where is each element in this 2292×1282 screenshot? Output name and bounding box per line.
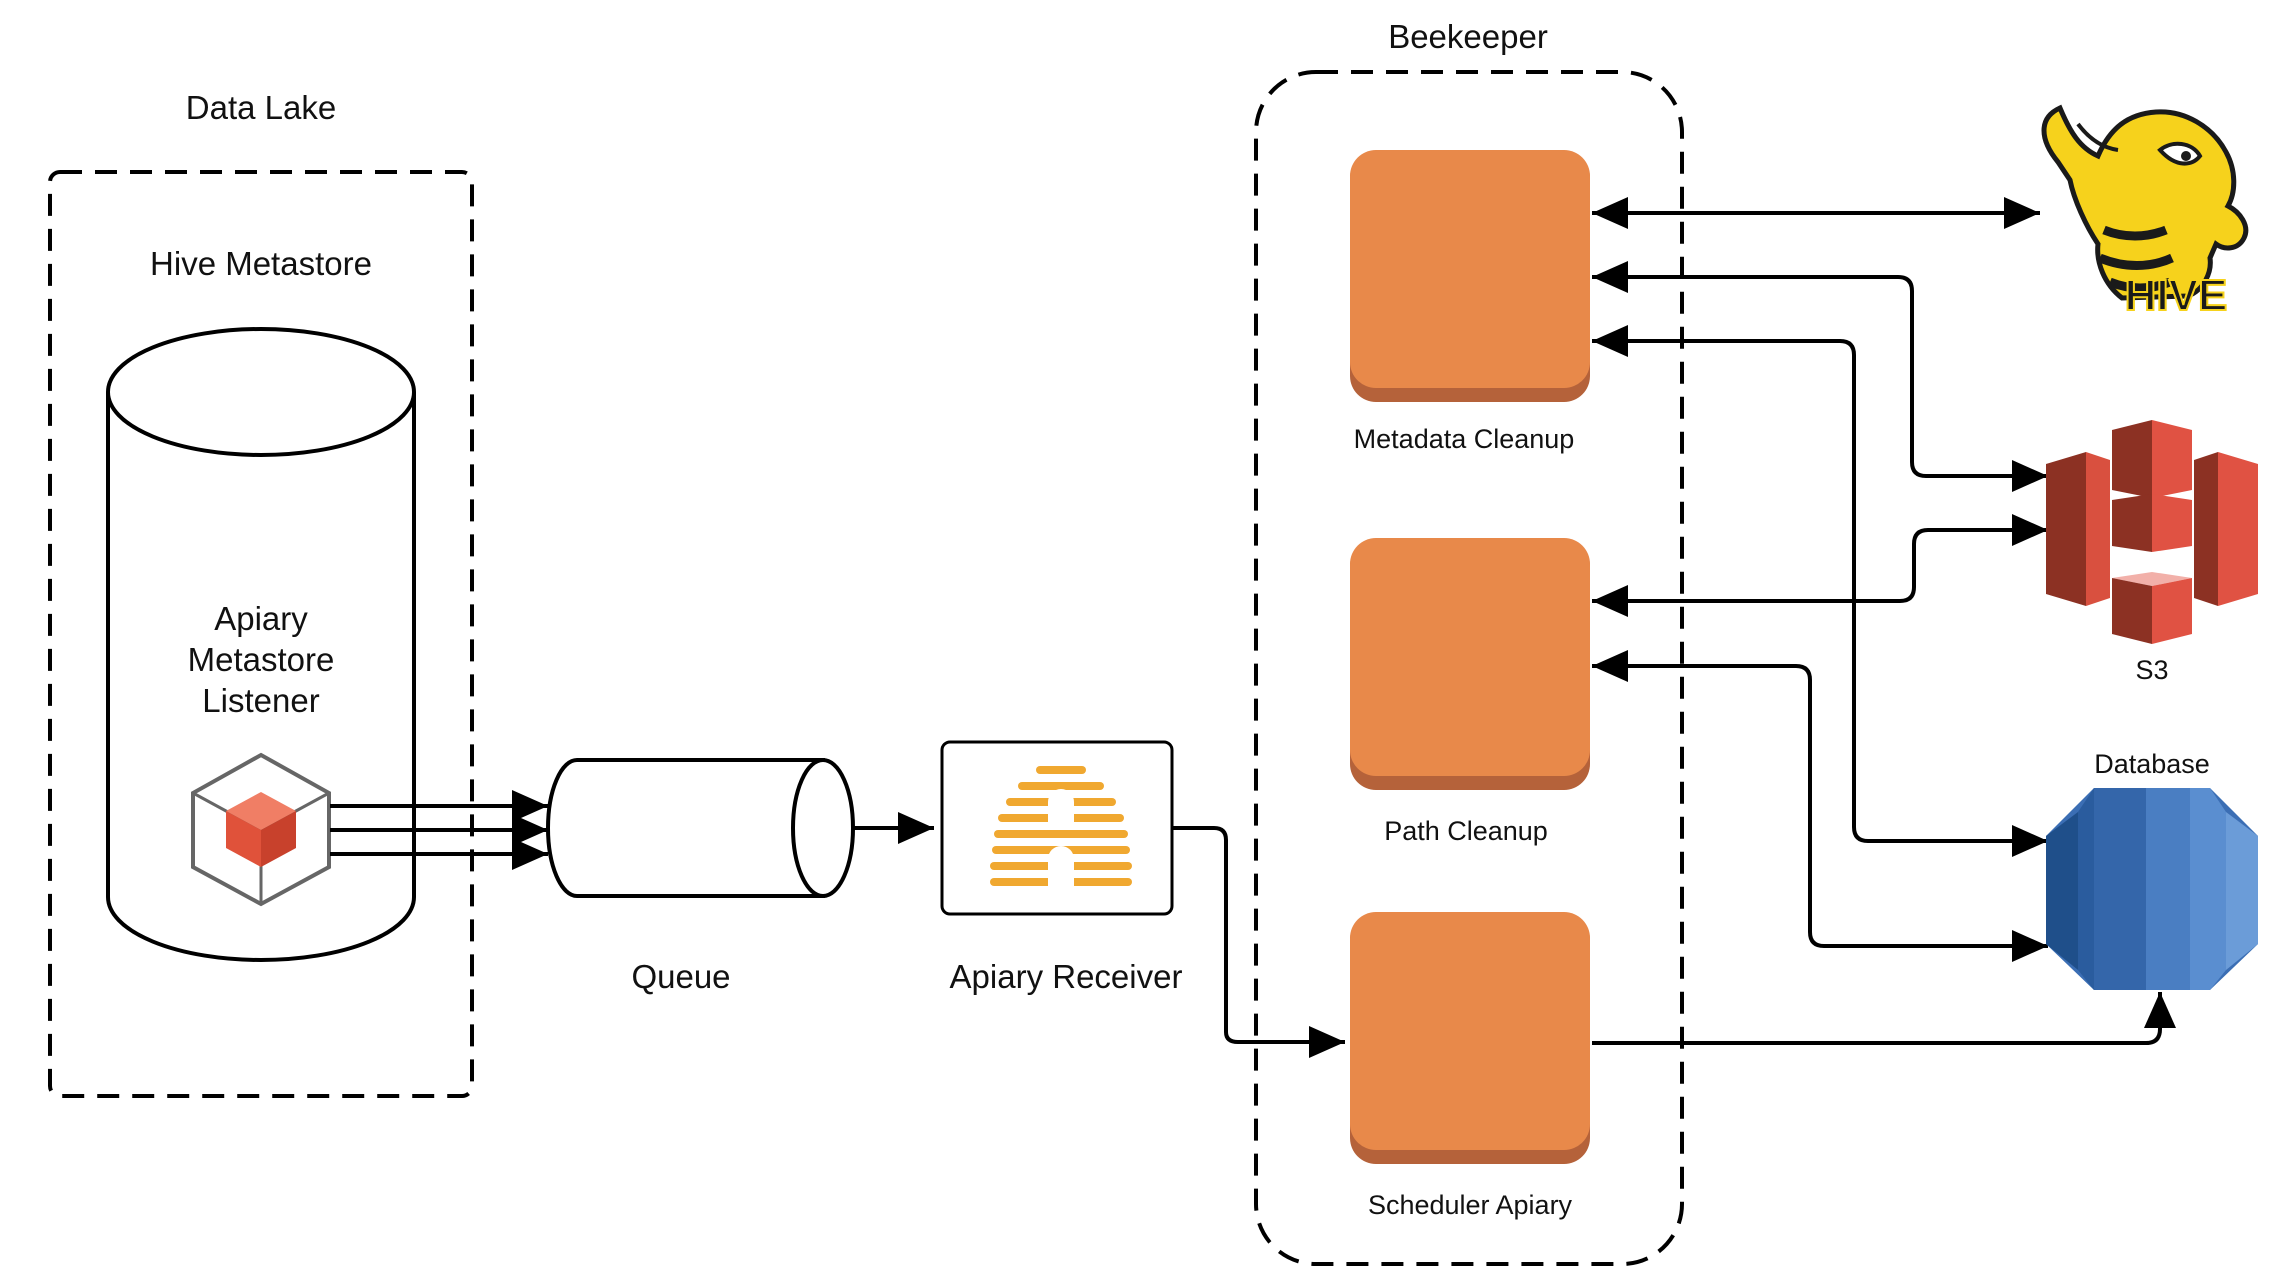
s3-label: S3 [2135, 655, 2168, 685]
apiary-receiver-box [940, 740, 1174, 916]
hive-metastore-title: Hive Metastore [150, 245, 372, 282]
path-cleanup-label: Path Cleanup [1384, 816, 1548, 846]
metadata-cleanup-box [1350, 150, 1590, 402]
data-lake-group: Data Lake Hive Metastore Apiary Metastor… [48, 89, 474, 1098]
s3-bucket-icon [2046, 420, 2258, 644]
path-to-s3-arrow [1592, 514, 2048, 617]
scheduler-to-database-arrow [1592, 992, 2176, 1045]
hive-logo-text: HIVE [2125, 271, 2228, 320]
path-to-database-arrow [1592, 650, 2048, 962]
listener-label-line-1: Apiary [214, 600, 308, 637]
hive-logo-icon: HIVE [2041, 104, 2249, 321]
listener-cube-icon [191, 752, 331, 907]
database-icon [2046, 788, 2258, 990]
apiary-logo-icon [990, 766, 1132, 891]
scheduler-apiary-box [1350, 912, 1590, 1164]
listener-label-line-3: Listener [202, 682, 319, 719]
database-label: Database [2094, 749, 2210, 779]
path-cleanup-box [1350, 538, 1590, 790]
beekeeper-boundary [1254, 70, 1684, 1266]
beekeeper-group: Beekeeper Metadata Cleanup Path Cleanup … [1254, 18, 1684, 1266]
target-connectors [1592, 197, 2176, 1045]
listener-to-queue-arrows [330, 790, 548, 870]
receiver-to-scheduler-arrow [1172, 826, 1345, 1058]
hive-metastore-cylinder [106, 327, 416, 962]
data-lake-title: Data Lake [186, 89, 336, 126]
apiary-receiver-label: Apiary Receiver [950, 958, 1183, 995]
metadata-cleanup-label: Metadata Cleanup [1354, 424, 1575, 454]
listener-label-line-2: Metastore [188, 641, 335, 678]
queue-label: Queue [631, 958, 730, 995]
beekeeper-title: Beekeeper [1388, 18, 1548, 55]
metadata-to-s3-arrow [1592, 261, 2048, 492]
data-lake-boundary [48, 170, 474, 1098]
scheduler-apiary-label: Scheduler Apiary [1368, 1190, 1573, 1220]
queue-shape [546, 758, 855, 898]
metadata-to-database-arrow [1592, 325, 2048, 857]
